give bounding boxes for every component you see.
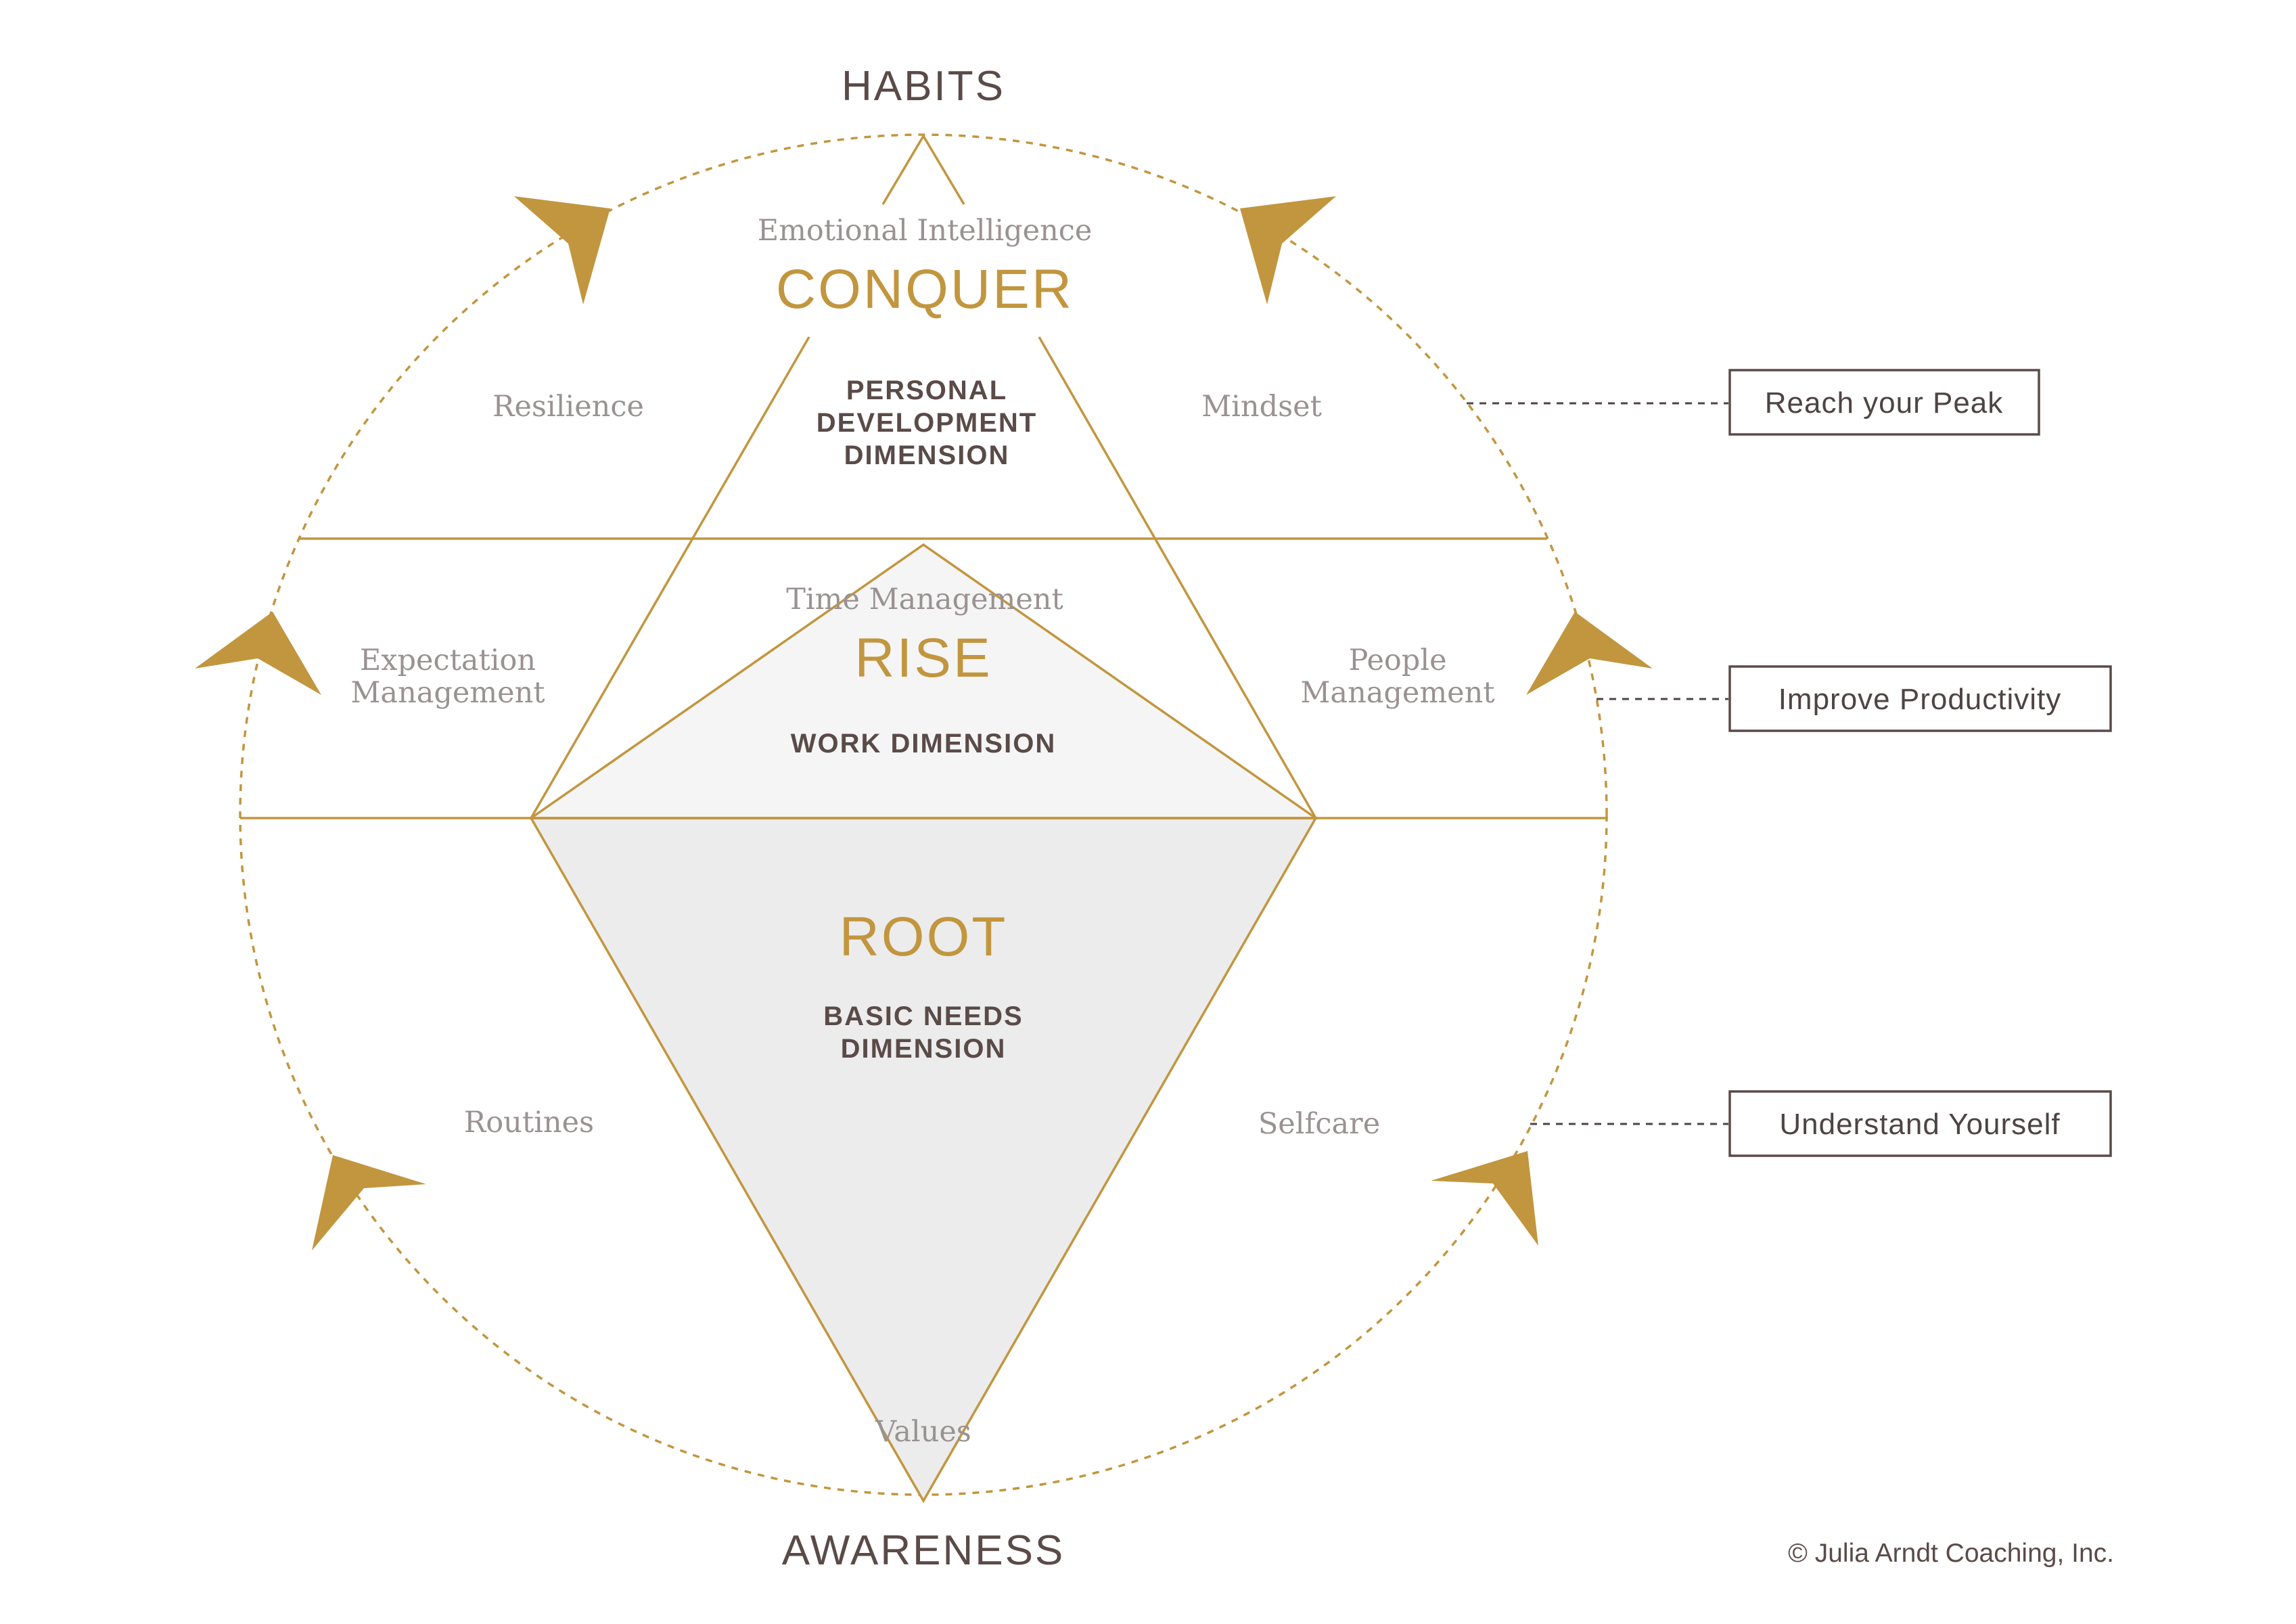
conquer-dimension-line-2: DEVELOPMENT xyxy=(817,408,1037,438)
conquer-apex xyxy=(881,133,965,205)
people-management-line-2: Management xyxy=(1300,676,1494,710)
arrow-icon xyxy=(1526,612,1653,695)
habits-label: HABITS xyxy=(842,63,1005,110)
benefit-label: Understand Yourself xyxy=(1779,1108,2060,1141)
benefit-understand-yourself: Understand Yourself xyxy=(1728,1090,2112,1157)
rise-title: RISE xyxy=(854,627,992,689)
arrow-icon xyxy=(514,196,610,304)
benefit-improve-productivity: Improve Productivity xyxy=(1728,665,2112,732)
benefit-label: Improve Productivity xyxy=(1778,683,2062,716)
conquer-dimension-line-3: DIMENSION xyxy=(844,441,1010,470)
arrow-icon xyxy=(1431,1151,1538,1246)
arrow-icon xyxy=(312,1155,426,1250)
conquer-triangle-right xyxy=(1038,336,1317,819)
conquer-triangle-left xyxy=(530,336,810,819)
arrow-icon xyxy=(1240,196,1336,304)
people-management-line-1: People xyxy=(1348,644,1446,677)
arrow-icon xyxy=(195,612,321,695)
values-label: Values xyxy=(875,1415,971,1449)
awareness-label: AWARENESS xyxy=(782,1527,1065,1574)
benefit-reach-peak: Reach your Peak xyxy=(1728,369,2040,436)
expectation-management-line-2: Management xyxy=(350,676,545,710)
expectation-management-line-1: Expectation xyxy=(360,644,536,677)
root-title: ROOT xyxy=(840,906,1008,968)
root-dimension-line-2: DIMENSION xyxy=(841,1034,1007,1064)
emotional-intelligence-label: Emotional Intelligence xyxy=(758,214,1093,248)
conquer-dimension-line-1: PERSONAL xyxy=(846,376,1007,405)
mindset-label: Mindset xyxy=(1201,390,1322,424)
copyright: © Julia Arndt Coaching, Inc. xyxy=(1788,1539,2114,1568)
conquer-title: CONQUER xyxy=(776,258,1074,320)
routines-label: Routines xyxy=(464,1106,594,1140)
selfcare-label: Selfcare xyxy=(1258,1107,1380,1141)
root-dimension-line-1: BASIC NEEDS xyxy=(823,1001,1023,1031)
time-management-label: Time Management xyxy=(786,583,1063,616)
rise-dimension-line-1: WORK DIMENSION xyxy=(791,729,1056,759)
resilience-label: Resilience xyxy=(492,390,644,424)
benefit-label: Reach your Peak xyxy=(1765,386,2004,420)
